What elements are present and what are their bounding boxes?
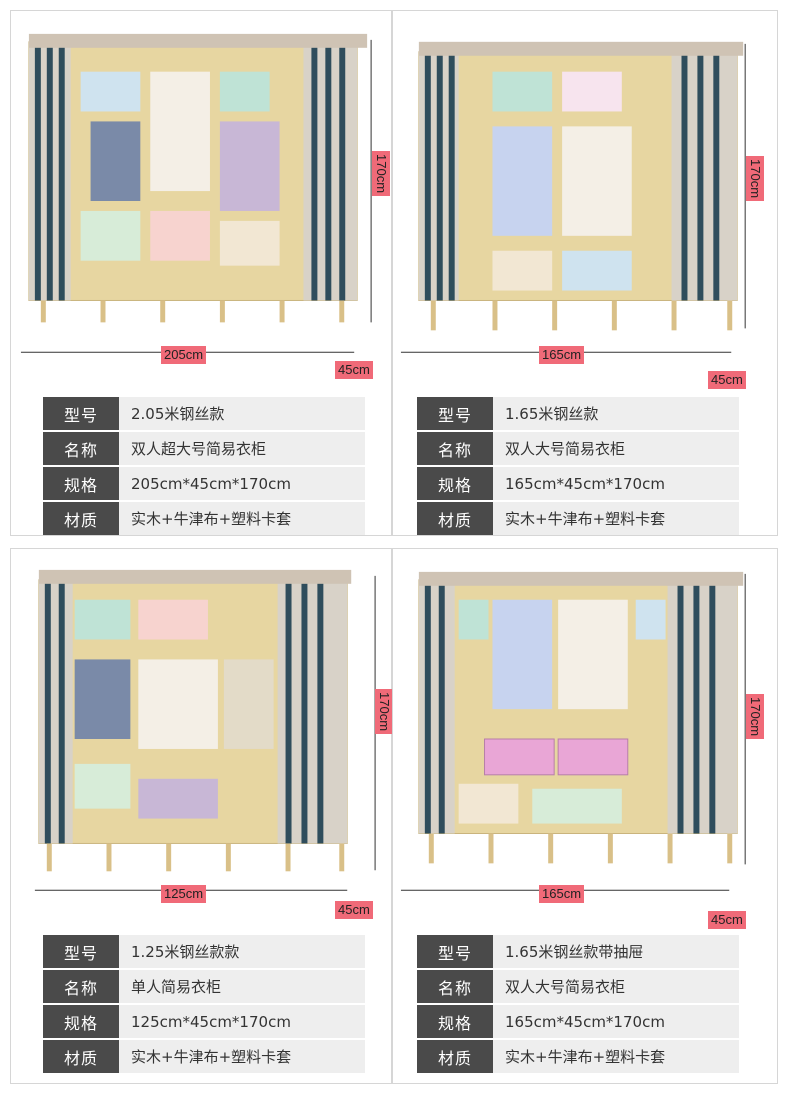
spec-key: 材质 — [417, 1040, 493, 1073]
spec-value: 125cm*45cm*170cm — [119, 1005, 365, 1038]
spec-key: 材质 — [417, 502, 493, 535]
wardrobe-illustration-165-drawers — [400, 571, 746, 891]
spec-value: 165cm*45cm*170cm — [493, 1005, 739, 1038]
depth-tag: 45cm — [335, 901, 373, 919]
spec-row-material: 材质实木+牛津布+塑料卡套 — [43, 1040, 365, 1073]
width-tag: 125cm — [161, 885, 207, 903]
spec-value: 1.65米钢丝款 — [493, 397, 739, 430]
spec-key: 规格 — [43, 467, 119, 500]
width-tag: 165cm — [539, 346, 585, 364]
spec-value: 205cm*45cm*170cm — [119, 467, 365, 500]
wardrobe-illustration-165 — [400, 41, 746, 353]
width-tag: 205cm — [161, 346, 207, 364]
spec-key: 型号 — [43, 397, 119, 430]
spec-value: 实木+牛津布+塑料卡套 — [493, 1040, 739, 1073]
spec-row-material: 材质实木+牛津布+塑料卡套 — [417, 1040, 739, 1073]
spec-value: 双人超大号简易衣柜 — [119, 432, 365, 465]
spec-row-material: 材质实木+牛津布+塑料卡套 — [43, 502, 365, 535]
spec-key: 材质 — [43, 1040, 119, 1073]
wardrobe-illustration-125 — [34, 569, 376, 891]
spec-value: 1.65米钢丝款带抽屉 — [493, 935, 739, 968]
spec-key: 规格 — [43, 1005, 119, 1038]
spec-value: 1.25米钢丝款款 — [119, 935, 365, 968]
spec-key: 名称 — [43, 970, 119, 1003]
depth-tag: 45cm — [708, 911, 746, 929]
spec-row-name: 名称单人简易衣柜 — [43, 970, 365, 1003]
height-tag: 170cm — [375, 689, 393, 735]
spec-value: 双人大号简易衣柜 — [493, 432, 739, 465]
depth-tag: 45cm — [708, 371, 746, 389]
width-tag: 165cm — [539, 885, 585, 903]
height-tag: 170cm — [746, 156, 764, 202]
spec-row-name: 名称双人大号简易衣柜 — [417, 432, 739, 465]
spec-key: 名称 — [417, 970, 493, 1003]
spec-row-material: 材质实木+牛津布+塑料卡套 — [417, 502, 739, 535]
height-tag: 170cm — [372, 151, 390, 197]
spec-value: 单人简易衣柜 — [119, 970, 365, 1003]
spec-row-name: 名称双人大号简易衣柜 — [417, 970, 739, 1003]
spec-value: 实木+牛津布+塑料卡套 — [119, 502, 365, 535]
spec-value: 双人大号简易衣柜 — [493, 970, 739, 1003]
spec-key: 规格 — [417, 467, 493, 500]
wardrobe-illustration-205 — [20, 33, 372, 353]
spec-value: 实木+牛津布+塑料卡套 — [493, 502, 739, 535]
spec-key: 型号 — [43, 935, 119, 968]
spec-key: 材质 — [43, 502, 119, 535]
spec-key: 规格 — [417, 1005, 493, 1038]
spec-key: 型号 — [417, 935, 493, 968]
spec-row-name: 名称双人超大号简易衣柜 — [43, 432, 365, 465]
spec-key: 名称 — [43, 432, 119, 465]
height-tag: 170cm — [746, 694, 764, 740]
spec-value: 实木+牛津布+塑料卡套 — [119, 1040, 365, 1073]
depth-tag: 45cm — [335, 361, 373, 379]
spec-value: 2.05米钢丝款 — [119, 397, 365, 430]
spec-key: 名称 — [417, 432, 493, 465]
spec-key: 型号 — [417, 397, 493, 430]
spec-value: 165cm*45cm*170cm — [493, 467, 739, 500]
